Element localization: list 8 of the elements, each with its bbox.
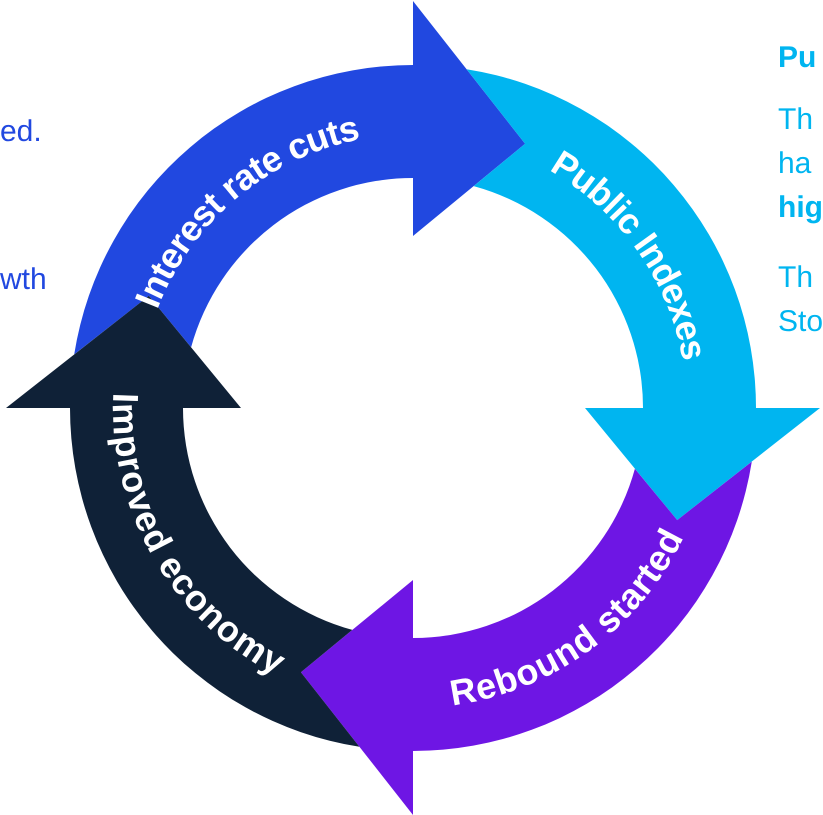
side-text: Th Sto — [778, 260, 823, 340]
ring-segment — [466, 69, 820, 520]
side-text: Th ha hig — [778, 102, 823, 226]
ring-segment — [74, 1, 526, 354]
ring-segment — [300, 462, 752, 815]
side-text: wth — [0, 262, 48, 298]
side-text: Pu — [778, 40, 818, 76]
side-text: ed. — [0, 114, 43, 150]
